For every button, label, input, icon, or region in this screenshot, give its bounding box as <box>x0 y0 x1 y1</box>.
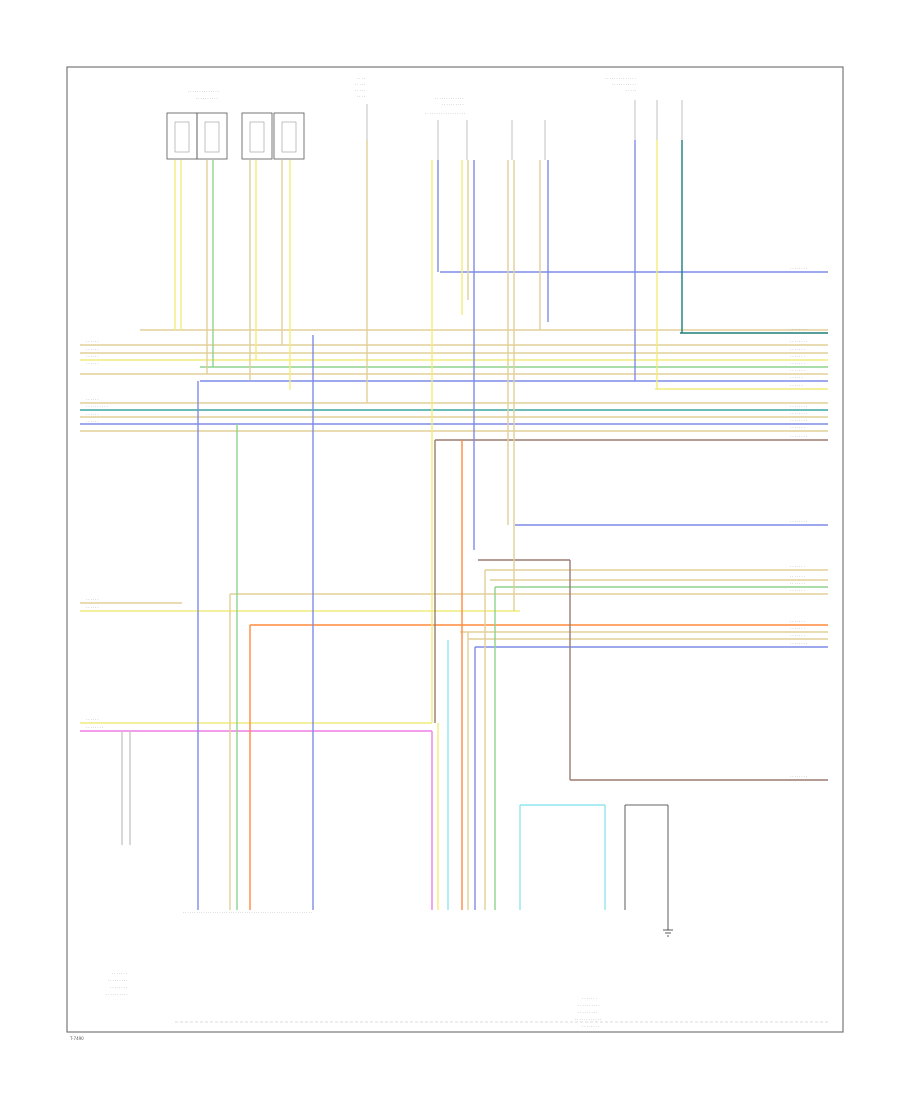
svg-text:· · · · · · ·: · · · · · · · <box>790 634 805 638</box>
svg-text:· · · · · · · ·: · · · · · · · · <box>790 405 807 409</box>
svg-text:· · · · · ·: · · · · · · <box>86 420 99 424</box>
diagram-frame <box>66 66 844 1033</box>
svg-text:· · · · · ·: · · · · · · <box>86 718 99 722</box>
svg-text:· · · · · · ·: · · · · · · · <box>582 997 597 1001</box>
svg-text:· · · · · · · ·: · · · · · · · · <box>790 642 807 646</box>
svg-text:· · · · · ·: · · · · · · <box>86 348 99 352</box>
ground-symbol <box>663 929 673 937</box>
svg-text:· · · · · · · ·: · · · · · · · · <box>790 267 807 271</box>
relay-box-2 <box>196 112 228 160</box>
right-wire-labels: · · · · · · · · · · · · · · · · · · · · … <box>790 267 807 779</box>
svg-text:· · · · · · · ·: · · · · · · · · <box>790 340 807 344</box>
svg-text:· · · · · · ·: · · · · · · · <box>790 355 805 359</box>
svg-text:· · · · ·: · · · · · <box>626 89 636 93</box>
svg-text:· · · · · · ·: · · · · · · · <box>790 620 805 624</box>
svg-text:· · · · · · ·: · · · · · · · <box>790 369 805 373</box>
svg-text:· · · · ·: · · · · · <box>355 83 365 87</box>
svg-text:· · · · ·: · · · · · <box>355 89 365 93</box>
svg-text:· · · · · · · ·: · · · · · · · · <box>790 520 807 524</box>
top-center-sensor: · · · · · · · · · · · · · · · · · · <box>355 77 368 140</box>
left-wire-labels: · · · · · · · · · · · · · · · · · · · · … <box>86 340 108 730</box>
vertical-wires <box>121 140 683 930</box>
relay-box-3 <box>241 112 273 160</box>
svg-text:· · · · · ·: · · · · · · <box>86 355 99 359</box>
svg-text:· · · · · ·: · · · · · · <box>86 340 99 344</box>
svg-text:· · · · · · · · · · · · ·: · · · · · · · · · · · · · <box>435 97 464 101</box>
svg-text:· · · · · · · ·: · · · · · · · · <box>790 412 807 416</box>
relay-box-4 <box>273 112 305 160</box>
svg-text:· · · · · ·: · · · · · · <box>86 606 99 610</box>
horizontal-wires <box>80 271 828 806</box>
svg-text:· · · · · · · · · · · · · ·: · · · · · · · · · · · · · · <box>188 90 219 94</box>
svg-text:· · · · · · · · · · · ·: · · · · · · · · · · · · <box>575 1018 601 1022</box>
svg-text:· · · · · · · · ·: · · · · · · · · · <box>108 979 127 983</box>
svg-text:· · · · · · · · · · · · · · ·: · · · · · · · · · · · · · · · · · · · · … <box>183 911 312 915</box>
svg-text:· · · · · · · · · ·: · · · · · · · · · · <box>106 993 128 997</box>
top-left-module: · · · · · · · · · · · · · · · · · · · · … <box>166 90 305 160</box>
bottom-connector: · · · · · · · · · · · · · · · · · · · · … <box>183 911 312 915</box>
svg-text:· · · · · · ·: · · · · · · · <box>790 426 805 430</box>
svg-text:· · · · · · ·: · · · · · · · <box>790 575 805 579</box>
svg-text:· · · · · · ·: · · · · · · · <box>112 972 127 976</box>
top-far-right-module: · · · · · · · · · · · · · · · · · · · · … <box>605 77 683 140</box>
svg-text:· · · · · · · · · ·: · · · · · · · · · · <box>578 1004 600 1008</box>
svg-text:· · · · · · · · · ·: · · · · · · · · · · <box>442 103 464 107</box>
svg-text:· · · · · · ·: · · · · · · · <box>790 589 805 593</box>
svg-text:· · · · · · · · · ·: · · · · · · · · · · <box>86 405 108 409</box>
svg-text:· · · · · ·: · · · · · · <box>790 384 803 388</box>
svg-text:· · · · · · · · · ·: · · · · · · · · · · <box>196 97 218 101</box>
svg-text:· · · ·: · · · · <box>357 77 365 81</box>
svg-text:· · · · · ·: · · · · · · <box>790 376 803 380</box>
svg-text:· · · · · · · ·: · · · · · · · · <box>582 1025 599 1029</box>
svg-text:· · · · · · · · · · · · · · ·: · · · · · · · · · · · · · · · · · · <box>425 112 465 116</box>
bottom-left-component: · · · · · · · · · · · · · · · · · · · · … <box>106 972 128 997</box>
svg-text:· · · · · · · ·: · · · · · · · · <box>790 419 807 423</box>
svg-text:· · · · · ·: · · · · · · <box>86 398 99 402</box>
svg-text:· · · · · · ·: · · · · · · · <box>790 582 805 586</box>
svg-text:· · · · · ·: · · · · · · <box>86 362 99 366</box>
bottom-center-module: · · · · · · · · · · · · · · · · · · · · … <box>575 997 601 1029</box>
svg-text:· · · · · · · ·: · · · · · · · · <box>790 775 807 779</box>
svg-text:· · · · · · · · · · ·: · · · · · · · · · · · <box>612 83 636 87</box>
svg-text:· · · ·: · · · · <box>357 95 365 99</box>
svg-text:· · · · · ·: · · · · · · <box>86 413 99 417</box>
svg-text:· · · · · · · ·: · · · · · · · · <box>110 986 127 990</box>
svg-text:· · · · · · ·: · · · · · · · <box>790 627 805 631</box>
svg-text:· · · · · · · · ·: · · · · · · · · · <box>578 1011 597 1015</box>
svg-text:· · · · · · ·: · · · · · · · <box>790 565 805 569</box>
top-right-module: · · · · · · · · · · · · · · · · · · · · … <box>425 97 546 160</box>
svg-text:· · · · · · ·: · · · · · · · <box>790 348 805 352</box>
svg-text:· · · · · · · ·: · · · · · · · · <box>86 726 103 730</box>
footer-label: T-7490 <box>69 1036 84 1041</box>
svg-text:· · · · · · · ·: · · · · · · · · <box>790 435 807 439</box>
svg-text:· · · · · · · ·: · · · · · · · · <box>790 328 807 332</box>
svg-text:· · · · · ·: · · · · · · <box>86 598 99 602</box>
svg-text:· · · · · · · · · · · · · ·: · · · · · · · · · · · · · · <box>605 77 636 81</box>
svg-text:· · · · · · ·: · · · · · · · <box>790 362 805 366</box>
